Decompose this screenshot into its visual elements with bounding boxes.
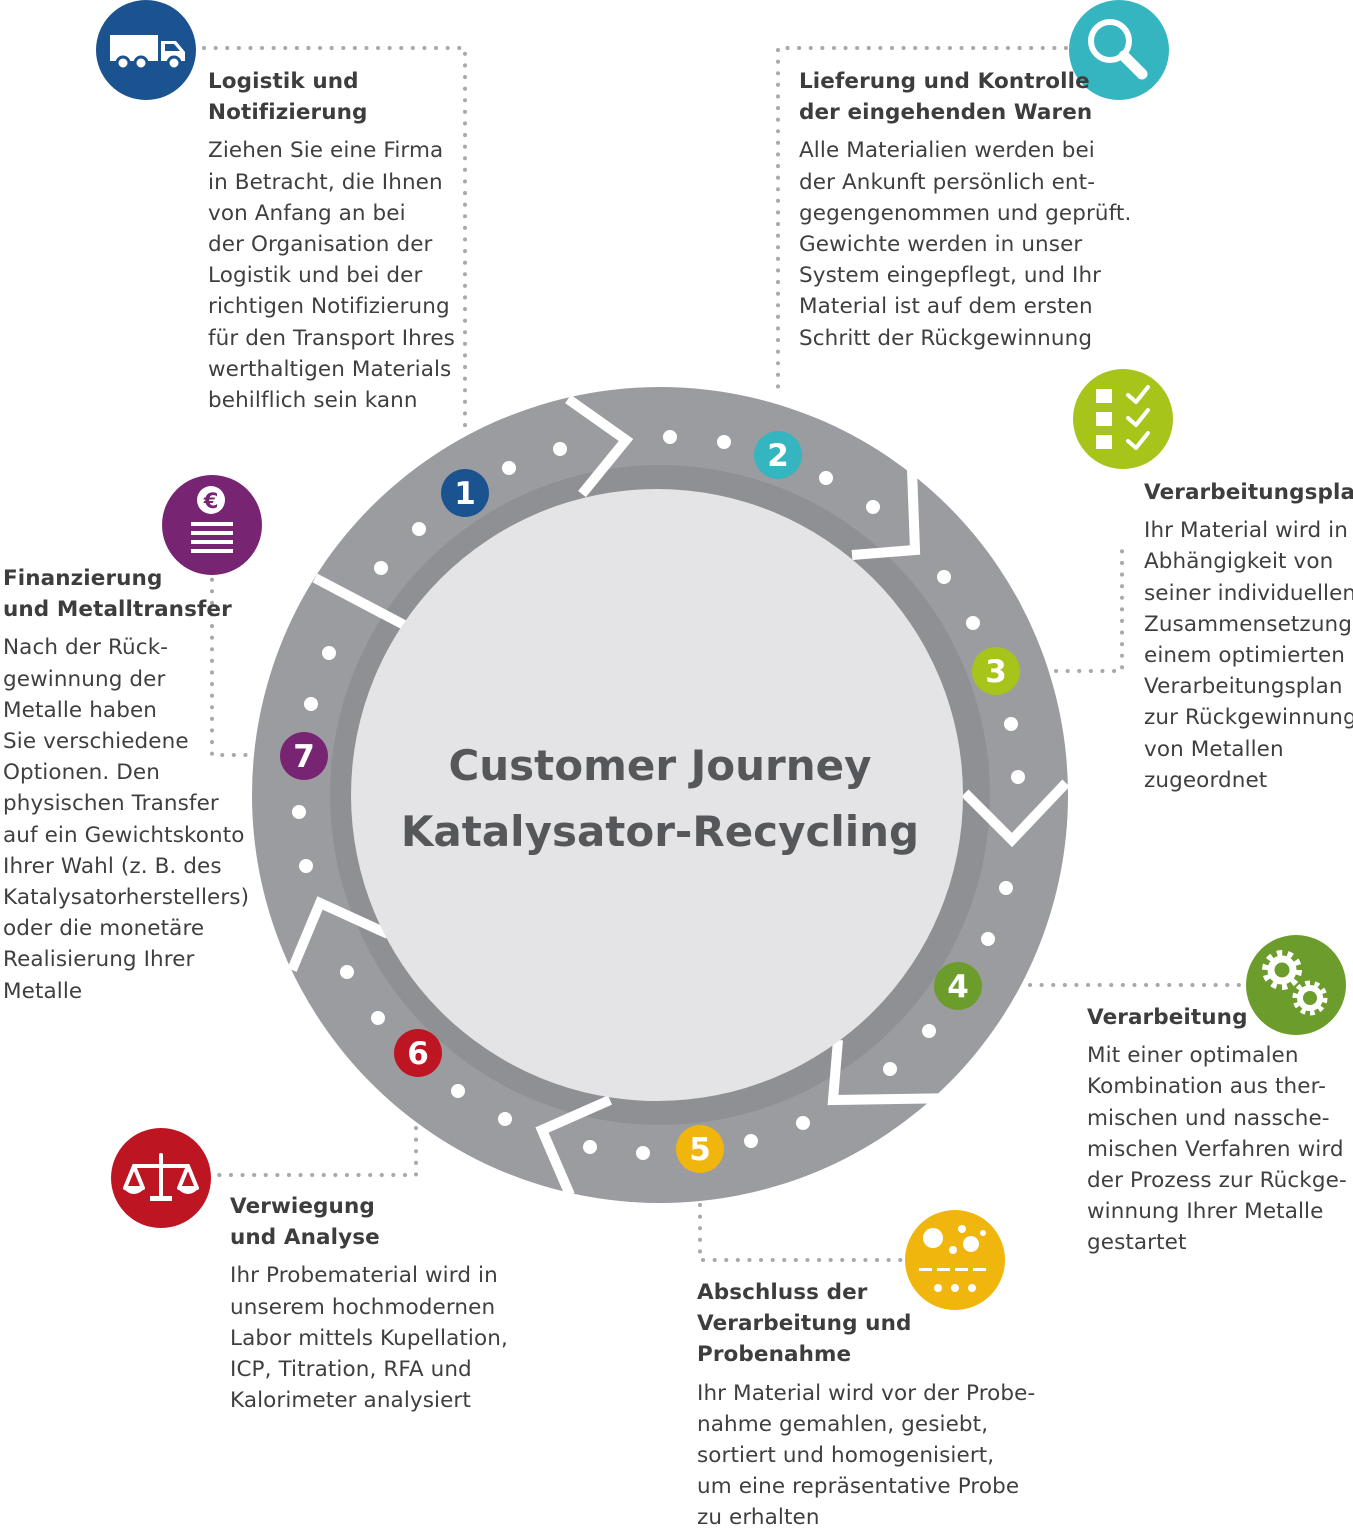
ring-dot <box>922 1024 936 1038</box>
ring-dot <box>553 442 567 456</box>
ring-dot <box>744 1134 758 1148</box>
scales-icon <box>111 1128 211 1228</box>
chevron-1-2 <box>565 394 634 498</box>
chevron-4-5 <box>827 1039 964 1106</box>
ring-dot <box>340 965 354 979</box>
checklist-icon <box>1073 369 1173 469</box>
chevron-2-3 <box>851 469 921 560</box>
chevron-3-4 <box>961 779 1070 848</box>
ring-dot <box>412 522 426 536</box>
step-number-7: 7 <box>293 739 315 775</box>
step-number-2: 2 <box>767 438 789 474</box>
step-badge-3: 3 <box>972 647 1020 695</box>
step-number-4: 4 <box>947 969 969 1005</box>
center-title: Customer Journey Katalysator-Recycling <box>401 741 919 856</box>
ring-dot <box>966 616 980 630</box>
gears-icon <box>1246 935 1346 1035</box>
truck-icon <box>96 0 196 100</box>
step-badge-1: 1 <box>441 469 489 517</box>
step-badge-6: 6 <box>394 1029 442 1077</box>
ring-dot <box>819 471 833 485</box>
magnifier-icon <box>1069 0 1169 100</box>
ring-dot <box>636 1146 650 1160</box>
step-number-1: 1 <box>454 476 476 512</box>
ring-dot <box>451 1084 465 1098</box>
ring-dot <box>583 1140 597 1154</box>
step-3-title: Verarbeitungsplan <box>1144 480 1353 505</box>
connector-step-5 <box>698 1203 906 1262</box>
ring-dot <box>304 697 318 711</box>
ring-dot <box>981 932 995 946</box>
step-badge-2: 2 <box>754 431 802 479</box>
ring-dot <box>717 435 731 449</box>
step-number-3: 3 <box>985 654 1007 690</box>
step-5-description: Ihr Material wird vor der Probe-nahme ge… <box>697 1380 1036 1531</box>
euro-document-icon: € <box>162 475 262 575</box>
chevron-5-6 <box>535 1095 613 1197</box>
chevron-7-1 <box>312 573 411 632</box>
center-title-line-2: Katalysator-Recycling <box>401 807 919 856</box>
ring-dot <box>502 461 516 475</box>
step-badge-5: 5 <box>676 1125 724 1173</box>
center-title-line-1: Customer Journey <box>448 741 871 790</box>
center-disk <box>351 489 963 1101</box>
step-badges: 1 2 3 4 5 6 7 <box>280 431 1020 1173</box>
ring-dot <box>1011 770 1025 784</box>
ring-dot <box>292 805 306 819</box>
ring-dot <box>937 570 951 584</box>
ring-chevrons <box>287 394 1070 1197</box>
step-number-6: 6 <box>407 1036 429 1072</box>
ring-dot <box>299 859 313 873</box>
ring-dot <box>796 1116 810 1130</box>
step-badge-4: 4 <box>934 962 982 1010</box>
connector-lines <box>202 46 1248 1262</box>
ring-dot <box>999 881 1013 895</box>
ring-dot <box>1004 717 1018 731</box>
ring-dot <box>663 430 677 444</box>
step-number-5: 5 <box>689 1132 711 1168</box>
step-badge-7: 7 <box>280 732 328 780</box>
step-4-title: Verarbeitung <box>1087 1005 1248 1030</box>
ring-dot <box>866 500 880 514</box>
ring-dot <box>883 1062 897 1076</box>
svg-text:€: € <box>203 489 219 513</box>
connector-step-7 <box>210 566 254 757</box>
ring-dot <box>322 646 336 660</box>
ring-dot <box>498 1112 512 1126</box>
ring-dots <box>292 430 1025 1160</box>
connector-step-2 <box>776 46 1068 400</box>
ring-dot <box>371 1011 385 1025</box>
ring-dot <box>374 561 388 575</box>
chevron-6-7 <box>287 896 391 972</box>
connector-step-6 <box>216 1126 418 1177</box>
particles-icon <box>905 1210 1005 1310</box>
connector-step-3 <box>1054 546 1124 673</box>
